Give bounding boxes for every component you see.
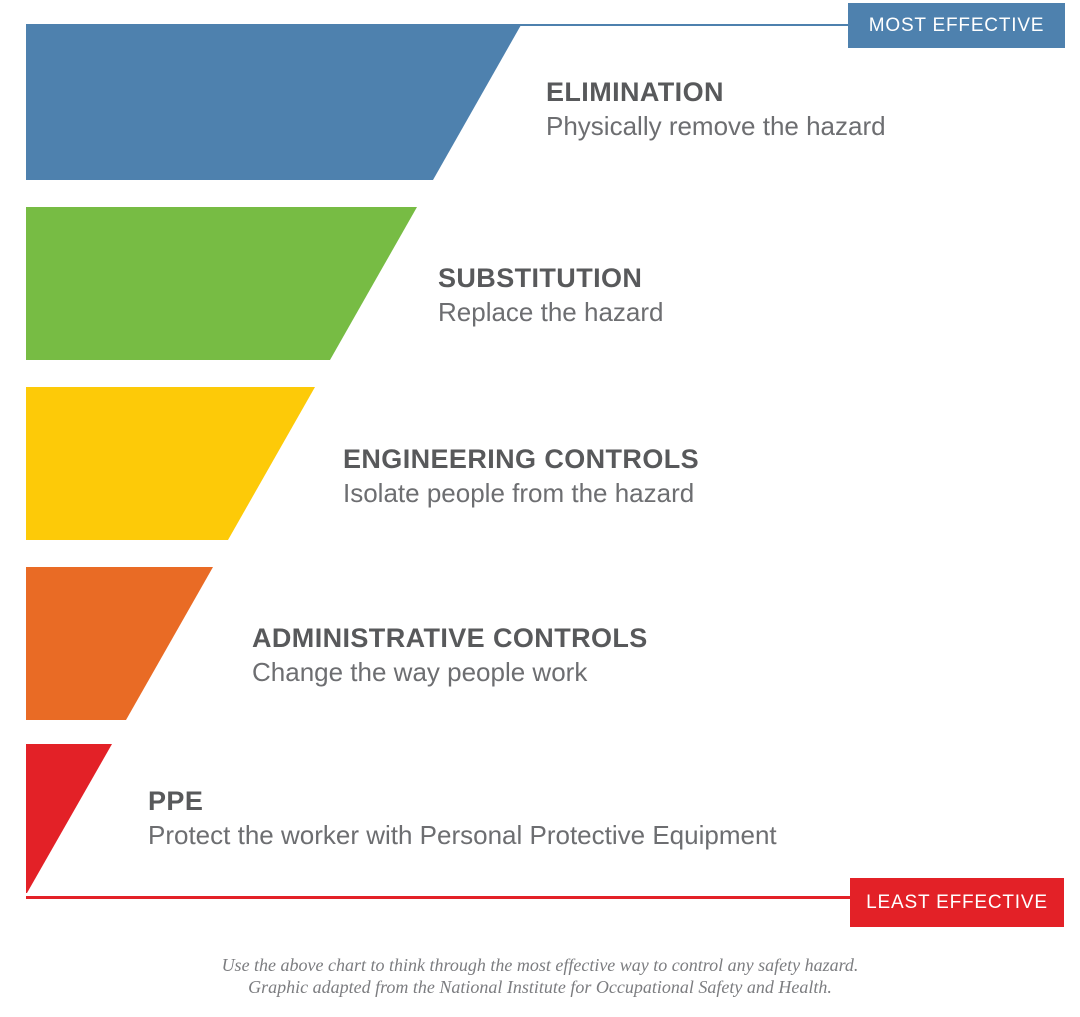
level-text-elimination: ELIMINATION Physically remove the hazard	[546, 77, 886, 141]
level-text-substitution: SUBSTITUTION Replace the hazard	[438, 263, 663, 327]
level-description: Replace the hazard	[438, 297, 664, 327]
level-title: ENGINEERING CONTROLS	[343, 444, 700, 474]
level-description: Isolate people from the hazard	[343, 478, 695, 508]
caption: Use the above chart to think through the…	[0, 954, 1080, 998]
level-text-engineering-controls: ENGINEERING CONTROLS Isolate people from…	[343, 444, 699, 508]
level-shape-elimination	[26, 25, 521, 180]
least-effective-badge: LEAST EFFECTIVE	[850, 878, 1064, 927]
level-description: Physically remove the hazard	[546, 111, 886, 141]
level-title: ELIMINATION	[546, 77, 724, 107]
least-effective-connector-line	[26, 896, 854, 899]
caption-line-2: Graphic adapted from the National Instit…	[248, 977, 832, 997]
level-title: PPE	[148, 786, 204, 816]
most-effective-badge: MOST EFFECTIVE	[848, 3, 1065, 48]
level-title: SUBSTITUTION	[438, 263, 643, 293]
level-text-administrative-controls: ADMINISTRATIVE CONTROLS Change the way p…	[252, 623, 648, 687]
level-description: Change the way people work	[252, 657, 588, 687]
caption-line-1: Use the above chart to think through the…	[221, 955, 859, 975]
level-description: Protect the worker with Personal Protect…	[148, 820, 777, 850]
level-title: ADMINISTRATIVE CONTROLS	[252, 623, 648, 653]
level-text-ppe: PPE Protect the worker with Personal Pro…	[148, 786, 777, 850]
